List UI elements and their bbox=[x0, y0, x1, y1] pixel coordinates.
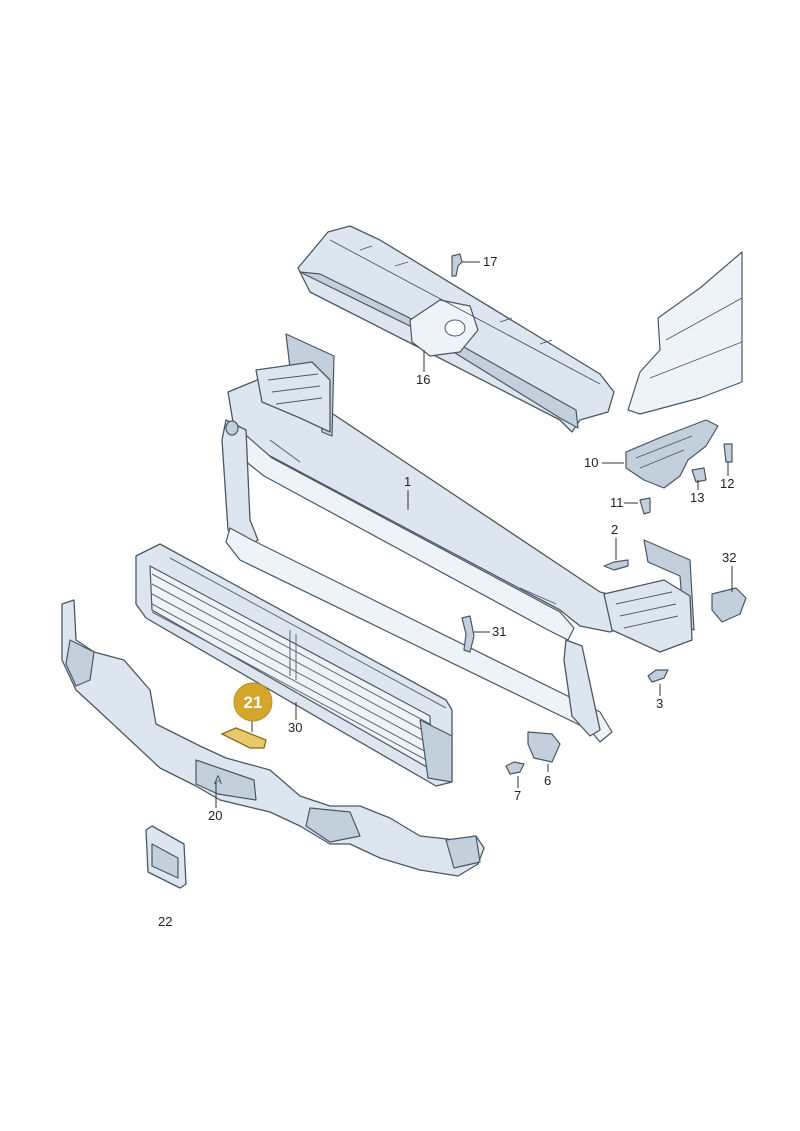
part-30-air-shutter bbox=[135, 543, 453, 787]
part-1-lock-carrier bbox=[221, 333, 695, 743]
part-20-impact-absorber: A bbox=[61, 599, 485, 877]
part-6-clip bbox=[527, 731, 561, 763]
callout-3: 3 bbox=[656, 696, 663, 711]
headlight-housing bbox=[627, 251, 743, 415]
callout-10: 10 bbox=[584, 455, 598, 470]
screw-7 bbox=[505, 761, 525, 775]
callout-labels: 17 16 1 10 11 13 12 2 32 31 3 30 6 7 20 … bbox=[158, 254, 736, 929]
callout-2: 2 bbox=[611, 522, 618, 537]
part-16-upper-cover bbox=[297, 225, 615, 433]
callout-11: 11 bbox=[610, 495, 624, 510]
part-20-emboss-mark: A bbox=[214, 773, 222, 787]
screw-2 bbox=[603, 559, 629, 571]
part-21-bracket-highlighted bbox=[220, 727, 267, 749]
part-17-clip bbox=[451, 253, 463, 277]
callout-31: 31 bbox=[492, 624, 506, 639]
callout-6: 6 bbox=[544, 773, 551, 788]
callout-1: 1 bbox=[404, 474, 411, 489]
callout-13: 13 bbox=[690, 490, 704, 505]
callout-22: 22 bbox=[158, 914, 172, 929]
callout-32: 32 bbox=[722, 550, 736, 565]
screw-11 bbox=[639, 497, 651, 515]
callout-21-highlight-badge: 21 bbox=[233, 682, 273, 722]
callout-30: 30 bbox=[288, 720, 302, 735]
callout-17: 17 bbox=[483, 254, 497, 269]
part-32-bracket bbox=[711, 587, 747, 623]
callout-7: 7 bbox=[514, 788, 521, 803]
screw-13 bbox=[691, 467, 707, 483]
screw-12 bbox=[723, 443, 733, 463]
callout-21: 21 bbox=[244, 693, 263, 712]
part-31-bracket bbox=[461, 615, 475, 653]
screw-3 bbox=[647, 669, 669, 683]
part-22-plate bbox=[145, 825, 187, 889]
leader-lines bbox=[215, 261, 733, 808]
callout-20: 20 bbox=[208, 808, 222, 823]
callout-12: 12 bbox=[720, 476, 734, 491]
part-10-headlight-bracket bbox=[625, 419, 719, 489]
callout-16: 16 bbox=[416, 372, 430, 387]
highlight-badge-circle bbox=[233, 682, 273, 722]
